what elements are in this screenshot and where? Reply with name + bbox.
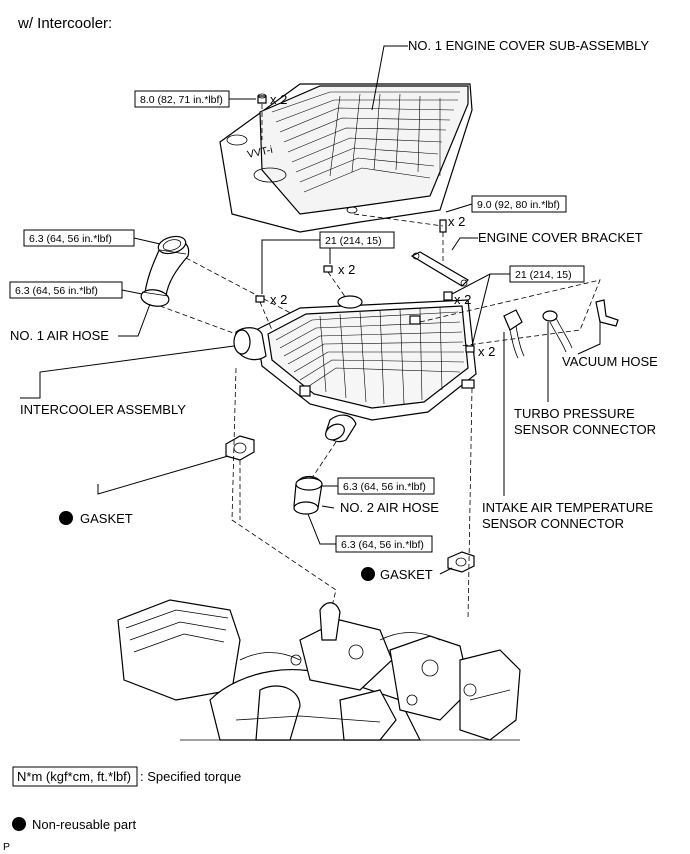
- torque-air-hose1-upper: 6.3 (64, 56 in.*lbf): [29, 233, 112, 245]
- label-turbo-sensor-2: SENSOR CONNECTOR: [514, 422, 656, 437]
- cover-nut: [257, 93, 267, 104]
- legend-nonreusable-text: Non-reusable part: [32, 817, 136, 832]
- right-bolt: [443, 291, 453, 301]
- label-intercooler: INTERCOOLER ASSEMBLY: [20, 402, 186, 417]
- label-engine-cover: NO. 1 ENGINE COVER SUB-ASSEMBLY: [408, 38, 649, 53]
- label-gasket-right: GASKET: [380, 567, 433, 582]
- nonreusable-marker-right: [361, 567, 375, 581]
- label-no1-air-hose: NO. 1 AIR HOSE: [10, 328, 109, 343]
- turbo-pressure-connector: [542, 310, 573, 353]
- intercooler-assembly-illustration: [233, 295, 477, 443]
- label-gasket-left: GASKET: [80, 511, 133, 526]
- torque-air-hose2-upper: 6.3 (64, 56 in.*lbf): [343, 481, 426, 493]
- right-nut: [465, 345, 475, 353]
- label-no2-air-hose: NO. 2 AIR HOSE: [340, 500, 439, 515]
- qty-cover-nut: x 2: [270, 92, 287, 107]
- label-turbo-sensor-1: TURBO PRESSURE: [514, 406, 635, 421]
- gasket-left: [225, 435, 255, 461]
- vacuum-hose-part: [595, 299, 619, 327]
- qty-right-nut: x 2: [478, 344, 495, 359]
- label-intake-sensor-1: INTAKE AIR TEMPERATURE: [482, 500, 654, 515]
- qty-right-bolt: x 2: [454, 292, 471, 307]
- label-intake-sensor-2: SENSOR CONNECTOR: [482, 516, 624, 531]
- qty-left-stud-lower: x 2: [270, 292, 287, 307]
- stud-nut-lower: [255, 295, 265, 303]
- torque-bracket-bolt: 9.0 (92, 80 in.*lbf): [477, 199, 560, 211]
- intake-air-temp-connector: [503, 309, 525, 359]
- engine-cover-bracket: [410, 251, 469, 287]
- torque-air-hose2-lower: 6.3 (64, 56 in.*lbf): [341, 539, 424, 551]
- stud-nut-upper: [323, 265, 333, 273]
- footer-code: P: [3, 841, 10, 853]
- engine-illustration: [117, 599, 521, 741]
- engine-cover-illustration: VVT-i: [219, 83, 473, 233]
- no1-air-hose: [140, 235, 190, 307]
- gasket-right: [447, 551, 475, 573]
- label-vacuum-hose: VACUUM HOSE: [562, 354, 658, 369]
- torque-cover-nut: 8.0 (82, 71 in.*lbf): [140, 94, 223, 106]
- torque-intercooler-left: 21 (214, 15): [325, 235, 382, 247]
- torque-air-hose1-lower: 6.3 (64, 56 in.*lbf): [15, 285, 98, 297]
- no2-air-hose: [293, 475, 323, 515]
- torque-intercooler-right: 21 (214, 15): [515, 269, 572, 281]
- svg-text:VVT-i: VVT-i: [246, 144, 274, 161]
- qty-bracket-bolt: x 2: [448, 214, 465, 229]
- legend-nonreusable-marker: [12, 817, 26, 831]
- diagram-title: w/ Intercooler:: [17, 15, 112, 32]
- legend-torque-box: [12, 766, 138, 787]
- legend-torque-units: N*m (kgf*cm, ft.*lbf): [17, 769, 131, 784]
- nonreusable-marker-left: [59, 511, 73, 525]
- label-engine-cover-bracket: ENGINE COVER BRACKET: [478, 230, 643, 245]
- legend-torque-desc: : Specified torque: [140, 769, 241, 784]
- qty-left-stud-upper: x 2: [338, 262, 355, 277]
